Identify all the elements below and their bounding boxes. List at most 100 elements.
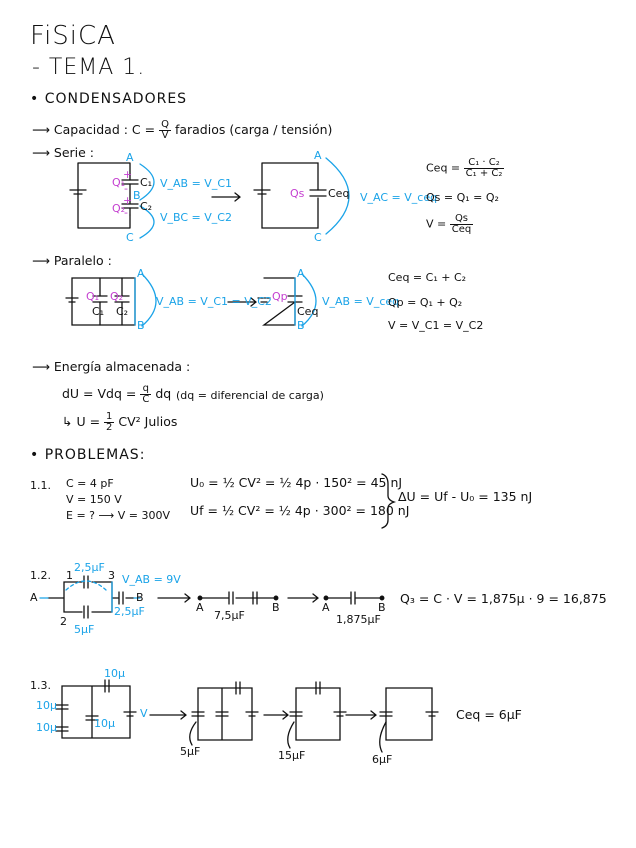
paralelo-vab: V_AB = V_C1 = V_C2 [156,295,272,308]
paralelo-cap-c1 [92,295,108,303]
serie-minus1: - [124,182,128,195]
serie-vac-arc [325,157,350,235]
page-subtitle: - TEMA 1. [32,55,146,80]
p12-cap1 [83,575,89,589]
p13-pointer3 [379,721,387,753]
paralelo-qp: Qp [272,290,288,303]
p12-arrow2 [287,593,320,603]
p13-number: 1.3. [30,679,51,692]
p13-wire2 [197,687,253,741]
p12-end-node-a: A [322,601,330,614]
paralelo-vab2: V_AB = V_ceq [322,295,400,308]
serie-plus1: + [123,168,133,181]
p13-cap-top-value: 10μ [104,667,125,680]
p13-cap-mid [85,715,99,721]
paralelo-eq-node-a: A [297,267,305,280]
serie-c2: C₂ [140,200,153,213]
p11-number: 1.1. [30,479,51,492]
paralelo-c2: C₂ [116,305,129,318]
paralelo-q1: Q₁ [86,290,100,303]
p12-node-a: A [30,591,38,604]
paralelo-q2: Q₂ [110,290,124,303]
serie-node-b: B [133,189,141,202]
paralelo-node-a: A [137,267,145,280]
paralelo-formula-ceq: Ceq = C₁ + C₂ [388,271,467,284]
p11-bracket [381,473,397,529]
paralelo-cap-c2 [114,295,130,303]
paralelo-vab-arc [141,273,157,327]
paralelo-vab2-arc [301,273,317,327]
p11-given-v: V = 150 V [66,493,122,506]
p12-cap3-value: 2,5μF [114,605,145,618]
capacidad-label: ⟶ Capacidad : C = [32,122,156,137]
paralelo-eq-battery [257,297,271,303]
paralelo-formula-q: Qp = Q₁ + Q₂ [388,296,463,309]
p11-uf: Uf = ½ CV² = ½ 4p · 300² = 180 nJ [190,503,410,518]
p13-step1-value: 5μF [180,745,201,758]
serie-eq-battery [253,189,271,195]
serie-vac: V_AC = V_ceq [360,191,438,204]
serie-eq-node-a: A [314,149,322,162]
p13-voltage: V [140,707,148,720]
p12-cap1-value: 2,5μF [74,561,105,574]
p13-cap-left1 [55,704,69,710]
serie-node-c: C [126,231,134,244]
p12-node-b: B [136,591,144,604]
serie-vab-arc [139,163,155,201]
p12-mid-node-b: B [272,601,280,614]
p12-node3: 3 [108,569,115,582]
p12-q3: Q₃ = C · V = 1,875μ · 9 = 16,875 [400,591,607,606]
p12-cap3 [118,591,124,605]
serie-label: ⟶ Serie : [32,145,95,160]
p12-number: 1.2. [30,569,51,582]
serie-vab: V_AB = V_C1 [160,177,233,190]
p12-node2: 2 [60,615,67,628]
paralelo-formula-v: V = V_C1 = V_C2 [388,319,484,332]
serie-battery [69,189,87,195]
p13-wire3 [295,687,341,741]
p11-u0: U₀ = ½ CV² = ½ 4p · 150² = 45 nJ [190,475,403,490]
serie-plus2: + [123,194,133,207]
p13-cap-top [104,679,110,693]
section-heading-problemas: • PROBLEMAS: [30,447,146,463]
serie-q2: Q₂ [112,202,126,215]
p13-step2-value: 15μF [278,749,306,762]
p12-end-value: 1,875μF [336,613,381,626]
p13-cap-mid-value: 10μ [94,717,115,730]
p13-arrow2 [263,710,290,720]
serie-eq-wire [261,162,319,229]
paralelo-battery [65,297,79,303]
paralelo-arrow [227,297,258,307]
p13-cap-left1-value: 10μ [36,699,57,712]
p11-delta-u: ΔU = Uf - U₀ = 135 nJ [398,489,533,504]
p13-arrow3 [345,710,378,720]
serie-q1: Q₁ [112,176,126,189]
serie-vbc-arc [139,205,155,239]
serie-node-a: A [126,151,134,164]
p13-pointer1 [189,721,197,746]
p12-arrow1 [157,593,192,603]
serie-qs: Qs [290,187,305,200]
energia-label: ⟶ Energía almacenada : [32,359,191,374]
serie-formula-q: Qs = Q₁ = Q₂ [426,191,499,204]
p13-cap-left2 [55,726,69,732]
paralelo-eq-node-b: B [297,319,305,332]
page-title: FiSiCA [30,21,116,51]
p12-cap2-value: 5μF [74,623,95,636]
p13-step3-value: 6μF [372,753,393,766]
p11-given-e: E = ? ⟶ V = 300V [66,509,171,522]
capacidad-tail: faradios (carga / tensión) [174,122,333,137]
paralelo-c1: C₁ [92,305,105,318]
p13-arrow1 [149,710,188,720]
serie-c1: C₁ [140,176,153,189]
serie-minus2: - [124,206,128,219]
p12-cap2 [83,605,89,619]
p13-wire1 [61,685,131,739]
serie-eq-node-c: C [314,231,322,244]
paralelo-label: ⟶ Paralelo : [32,253,112,268]
